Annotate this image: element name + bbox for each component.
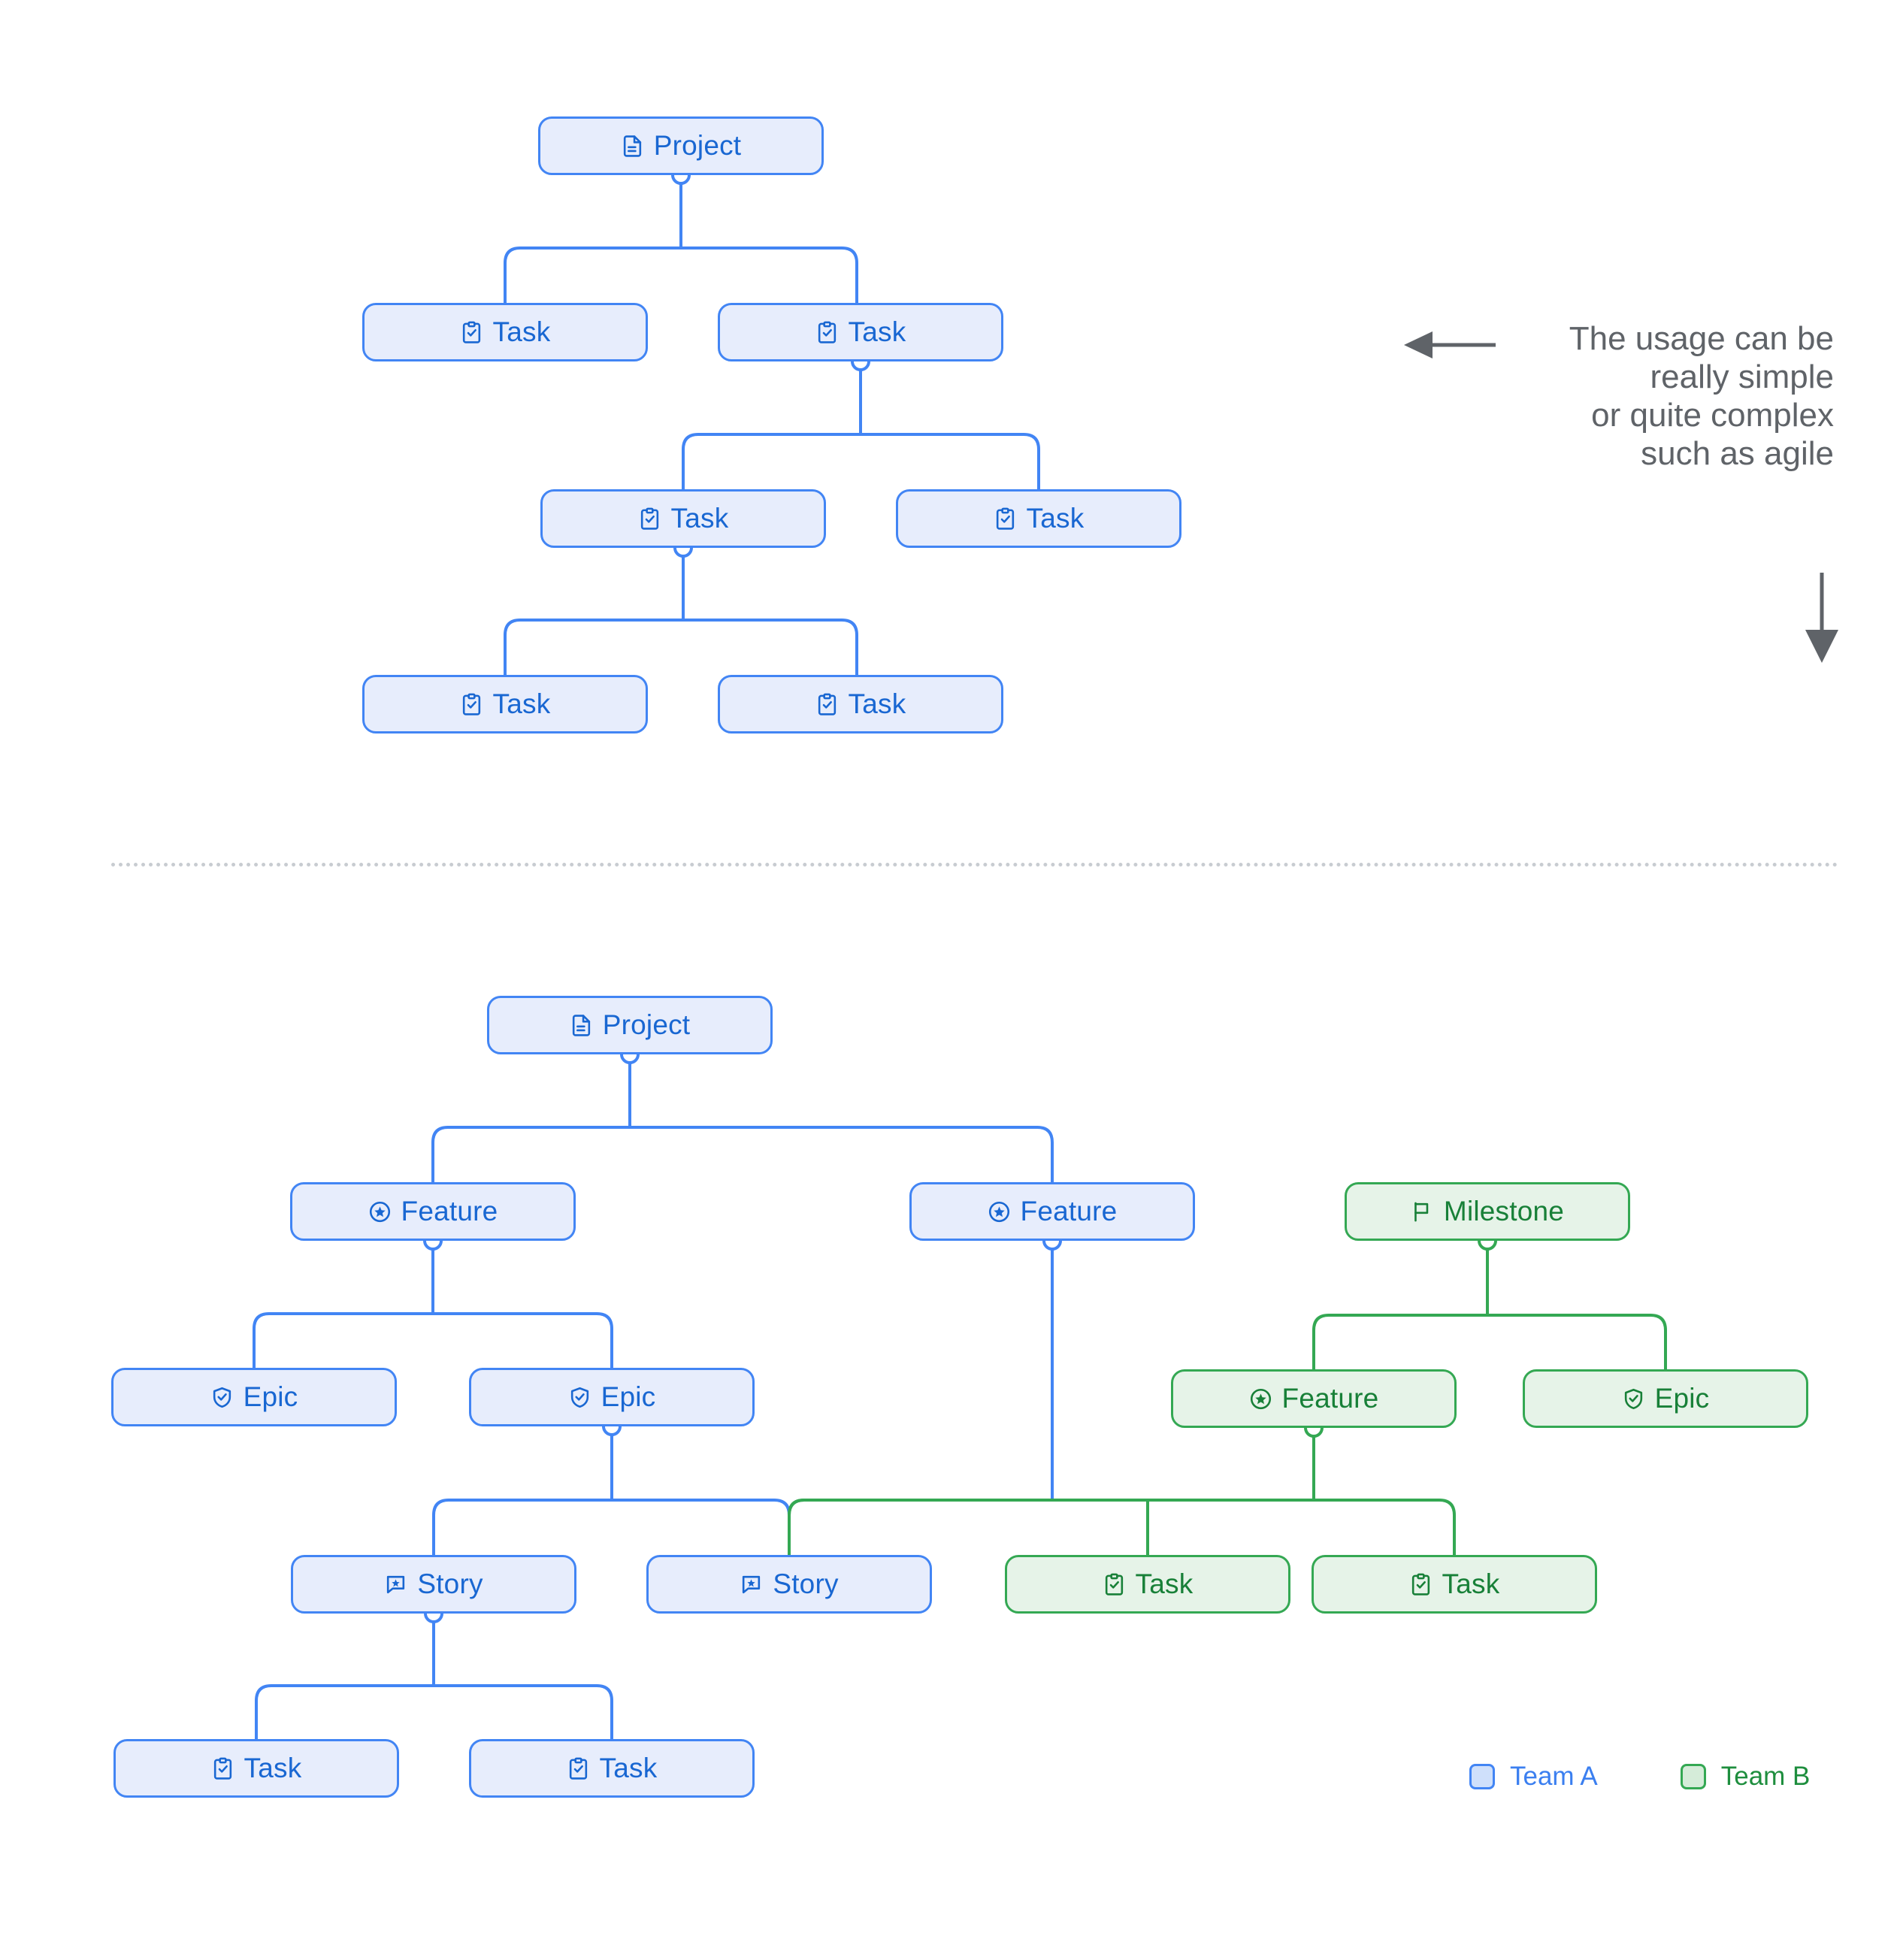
node-label: Task (1026, 503, 1085, 534)
task-icon (638, 507, 661, 531)
legend-label-team-a: Team A (1510, 1762, 1598, 1791)
annotation-line-2: really simple (1650, 358, 1834, 396)
node-task[interactable]: Task (896, 489, 1181, 548)
node-epic[interactable]: Epic (111, 1368, 397, 1426)
edge-task-tasks-2 (504, 546, 858, 676)
node-label: Feature (1020, 1196, 1118, 1227)
annotation-text: The usage can be really simple or quite … (1488, 319, 1834, 473)
edge-green-feature-tasks (788, 1426, 1456, 1556)
task-icon (1409, 1573, 1433, 1596)
node-label: Task (244, 1753, 302, 1783)
node-feature[interactable]: Feature (1171, 1369, 1457, 1428)
node-label: Epic (243, 1381, 298, 1412)
feature-icon (988, 1200, 1011, 1223)
task-icon (211, 1757, 234, 1780)
node-label: Task (848, 688, 906, 719)
node-label: Task (848, 316, 906, 347)
node-label: Feature (1281, 1383, 1379, 1414)
document-icon (570, 1014, 593, 1037)
node-task[interactable]: Task (362, 303, 648, 361)
edge-feature-epics (253, 1239, 613, 1369)
node-label: Task (1442, 1568, 1500, 1599)
feature-icon (368, 1200, 392, 1223)
edge-agile-project-features (431, 1053, 1054, 1184)
task-icon (1103, 1573, 1126, 1596)
node-task[interactable]: Task (540, 489, 826, 548)
node-label: Task (599, 1753, 658, 1783)
epic-icon (568, 1386, 591, 1409)
node-task[interactable]: Task (113, 1739, 399, 1798)
node-label: Task (670, 503, 729, 534)
node-task[interactable]: Task (1312, 1555, 1597, 1614)
node-label: Project (653, 130, 742, 161)
node-epic[interactable]: Epic (469, 1368, 755, 1426)
node-task[interactable]: Task (718, 303, 1003, 361)
node-story[interactable]: Story (646, 1555, 932, 1614)
arrow-left-icon (1404, 331, 1496, 358)
node-epic[interactable]: Epic (1523, 1369, 1808, 1428)
node-label: Epic (601, 1381, 656, 1412)
annotation-line-3: or quite complex (1591, 397, 1834, 434)
task-icon (815, 693, 839, 716)
node-story[interactable]: Story (291, 1555, 576, 1614)
epic-icon (210, 1386, 234, 1409)
legend-swatch-team-b (1680, 1764, 1706, 1789)
annotation-line-4: such as agile (1641, 435, 1834, 473)
legend-label-team-b: Team B (1720, 1762, 1811, 1791)
node-label: Epic (1654, 1383, 1710, 1414)
task-icon (567, 1757, 590, 1780)
node-task[interactable]: Task (1005, 1555, 1290, 1614)
edge-epic-stories (432, 1425, 791, 1556)
node-feature[interactable]: Feature (909, 1182, 1195, 1241)
annotation-line-1: The usage can be (1569, 320, 1834, 357)
legend-swatch-team-a (1469, 1764, 1495, 1789)
node-task[interactable]: Task (469, 1739, 755, 1798)
node-label: Task (492, 316, 551, 347)
node-label: Story (417, 1568, 483, 1599)
node-label: Project (602, 1009, 691, 1040)
node-task[interactable]: Task (362, 675, 648, 733)
node-feature[interactable]: Feature (290, 1182, 576, 1241)
node-task[interactable]: Task (718, 675, 1003, 733)
feature-icon (1249, 1387, 1272, 1411)
edge-milestone-children (1312, 1239, 1667, 1371)
document-icon (621, 135, 644, 158)
task-icon (460, 321, 483, 344)
section-divider (111, 863, 1838, 867)
node-label: Milestone (1443, 1196, 1565, 1227)
node-label: Task (492, 688, 551, 719)
node-project[interactable]: Project (487, 996, 773, 1054)
node-label: Feature (401, 1196, 498, 1227)
node-milestone[interactable]: Milestone (1345, 1182, 1630, 1241)
edge-project-tasks (504, 174, 858, 304)
edge-task-tasks-1 (682, 360, 1040, 491)
edge-story-tasks (255, 1612, 613, 1741)
task-icon (460, 693, 483, 716)
node-project[interactable]: Project (538, 116, 824, 175)
story-icon (740, 1573, 763, 1596)
epic-icon (1622, 1387, 1645, 1411)
legend: Team A Team B (1469, 1762, 1810, 1792)
milestone-icon (1411, 1200, 1434, 1223)
legend-item-team-b[interactable]: Team B (1680, 1762, 1811, 1792)
node-label: Task (1135, 1568, 1194, 1599)
task-icon (994, 507, 1017, 531)
task-icon (815, 321, 839, 344)
legend-item-team-a[interactable]: Team A (1469, 1762, 1598, 1792)
arrow-down-icon (1805, 573, 1838, 663)
node-label: Story (773, 1568, 839, 1599)
story-icon (384, 1573, 407, 1596)
